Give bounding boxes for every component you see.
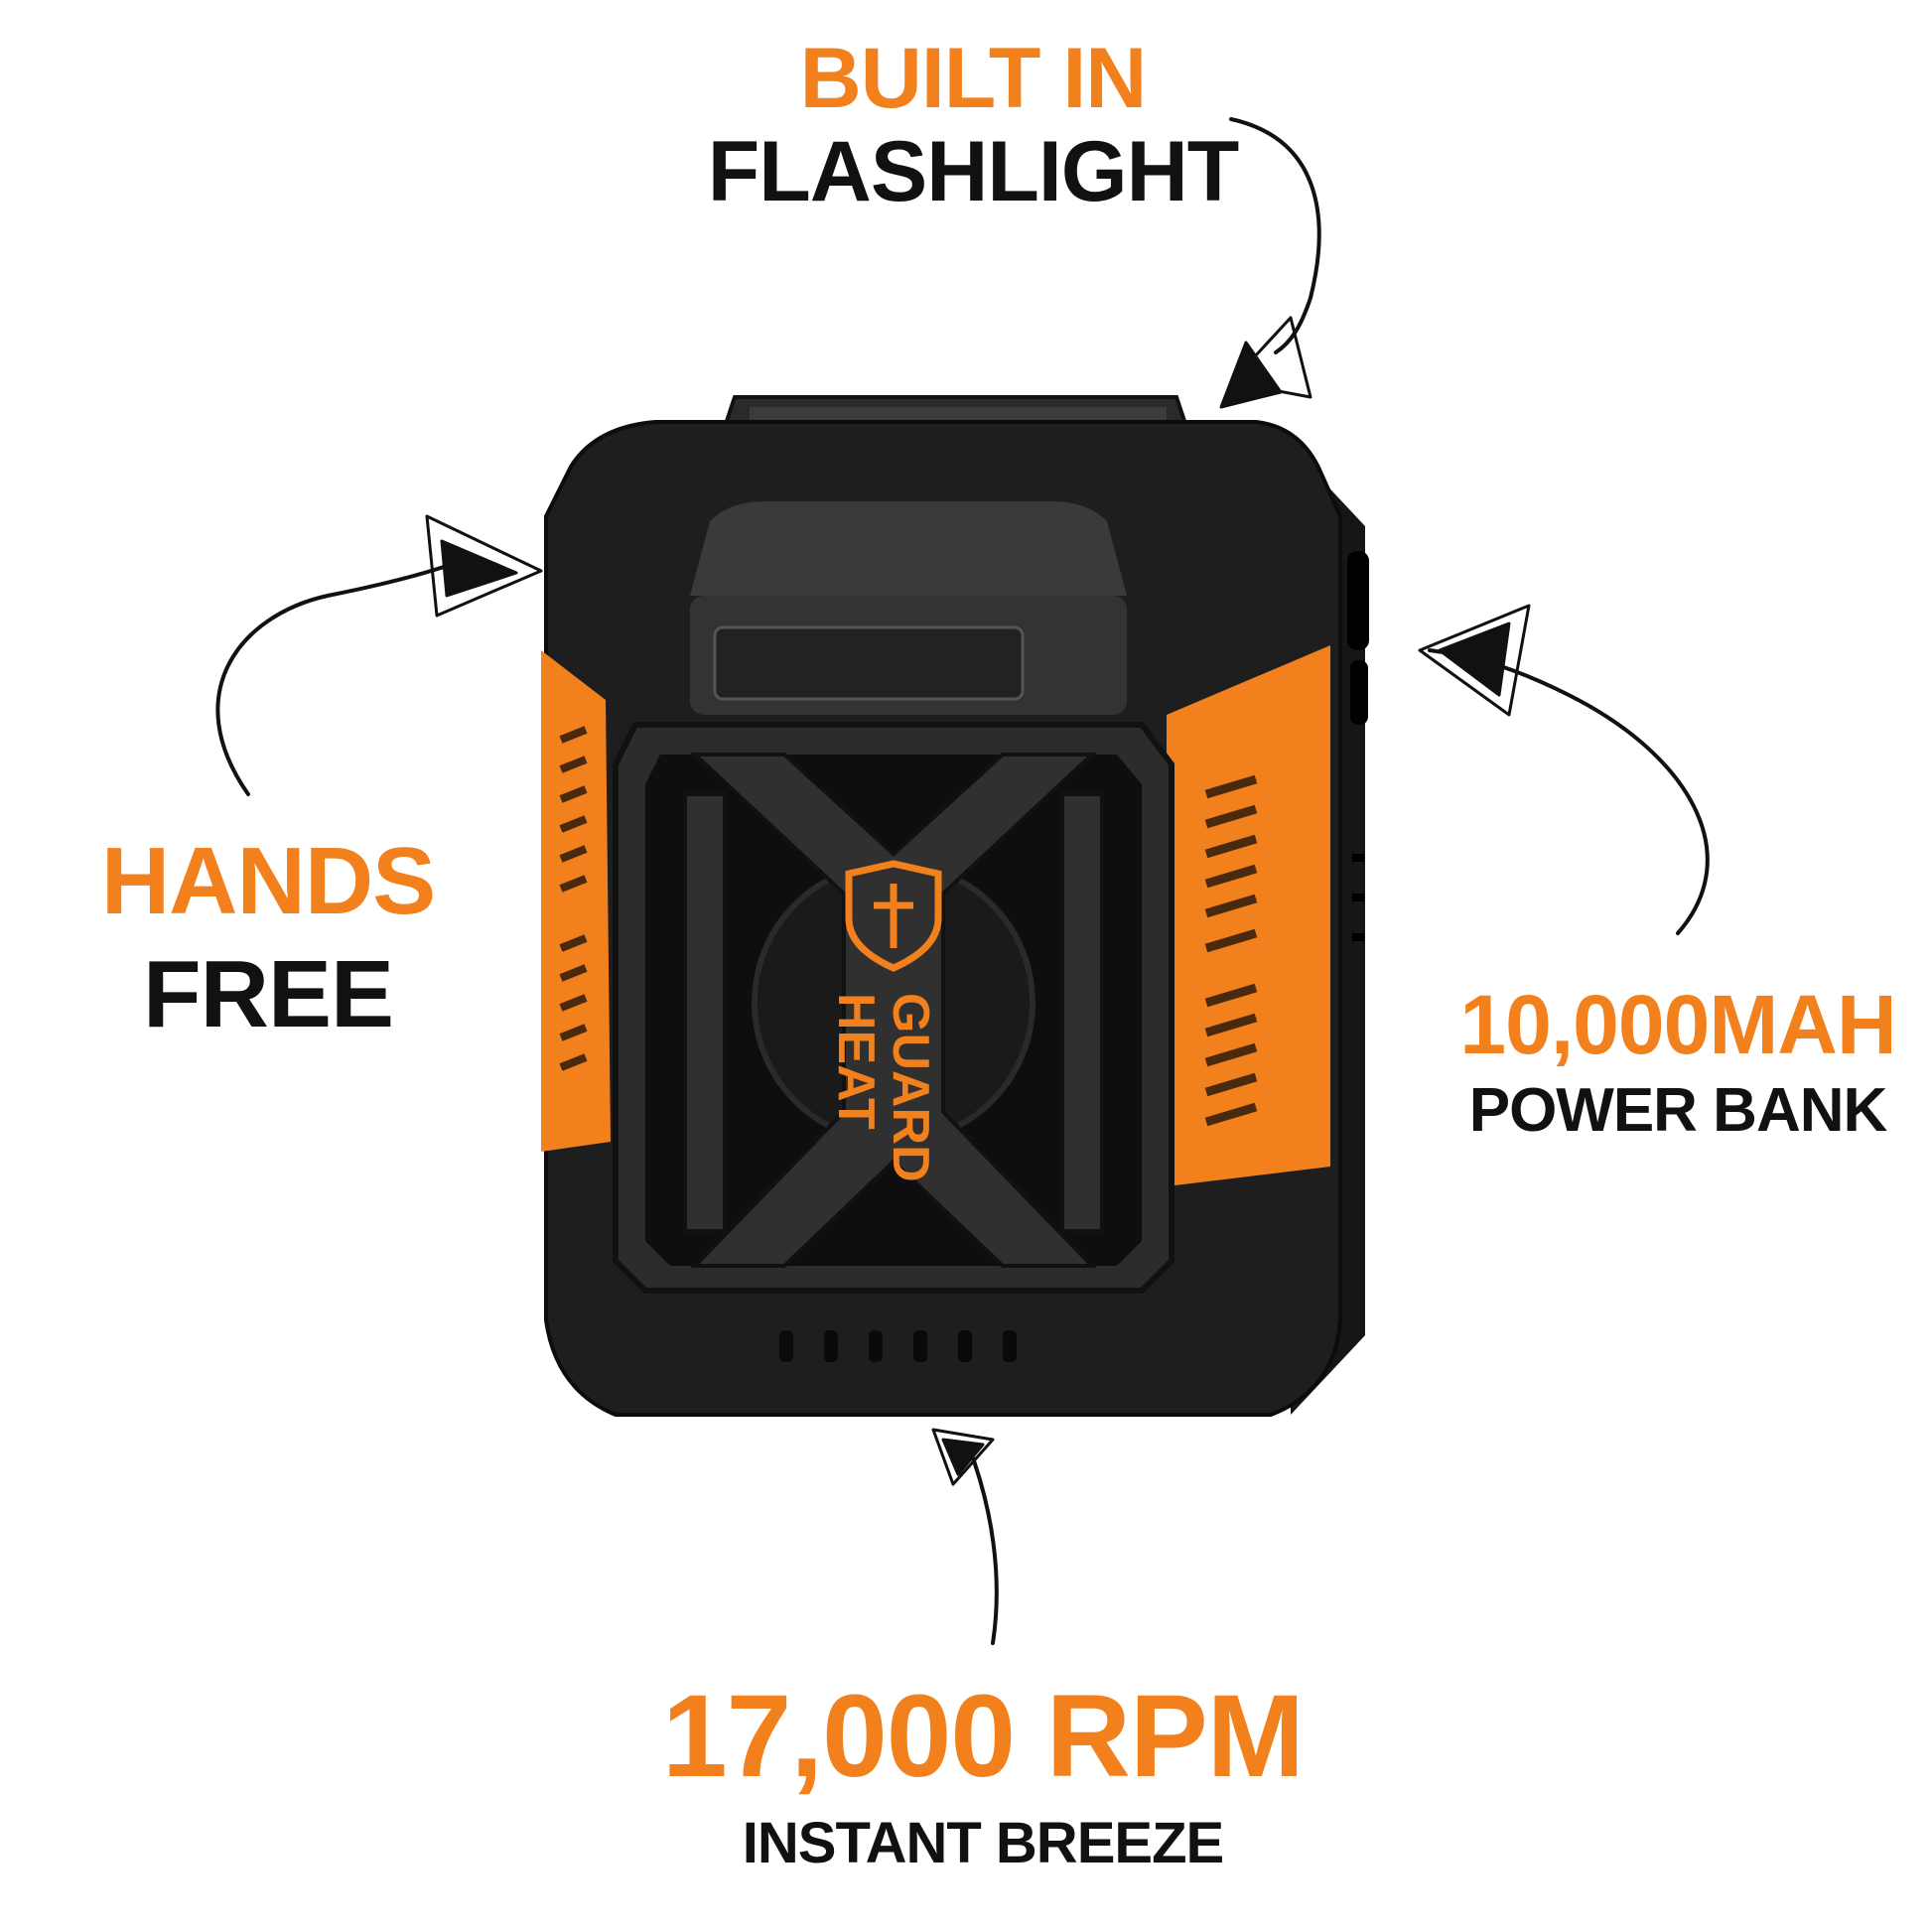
indicator-light xyxy=(1352,894,1364,901)
arrow-rpm-shaft xyxy=(966,1443,999,1645)
feature-hands-free: HANDS FREE xyxy=(69,834,467,1042)
arrowhead-flashlight-fill xyxy=(1219,341,1283,409)
arrowhead-hands-free xyxy=(425,514,543,618)
feature-rpm-highlight: 17,000 RPM xyxy=(662,1671,1305,1802)
feature-rpm-text: INSTANT BREEZE xyxy=(742,1811,1224,1875)
shield-cross-icon xyxy=(845,860,942,972)
left-orange-panel xyxy=(541,650,611,1152)
feature-flashlight-text: FLASHLIGHT xyxy=(707,124,1240,219)
left-vents xyxy=(559,726,588,1071)
product-logo-text: HEAT GUARD xyxy=(827,993,939,1182)
right-vents xyxy=(1204,774,1258,1127)
feature-flashlight: BUILT IN FLASHLIGHT xyxy=(695,36,1251,214)
bottom-vents xyxy=(779,1330,1017,1362)
feature-flashlight-highlight: BUILT IN xyxy=(799,31,1148,126)
feature-power-bank-highlight: 10,000MAH xyxy=(1459,978,1896,1071)
arrowhead-hands-free-fill xyxy=(440,539,518,598)
usb-port xyxy=(1347,551,1369,650)
feature-rpm: 17,000 RPM INSTANT BREEZE xyxy=(655,1678,1311,1872)
arrow-flashlight-shaft xyxy=(1229,117,1321,354)
logo-line-heat: HEAT xyxy=(827,993,885,1130)
grille-bars xyxy=(683,753,1104,1268)
feature-hands-free-text: FREE xyxy=(142,941,394,1047)
feature-power-bank: 10,000MAH POWER BANK xyxy=(1430,983,1926,1142)
top-handle xyxy=(690,501,1127,596)
logo-line-guard: GUARD xyxy=(882,993,939,1182)
indicator-light xyxy=(1352,933,1364,941)
arrowhead-rpm xyxy=(931,1428,995,1486)
arrow-hands-free-shaft xyxy=(215,564,449,796)
arrowhead-power-bank-fill xyxy=(1438,621,1511,697)
right-orange-panel xyxy=(1167,645,1330,1186)
usb-c-port xyxy=(1350,660,1368,725)
arrowhead-rpm-fill xyxy=(941,1438,985,1476)
indicator-light xyxy=(1352,854,1364,862)
arrowhead-power-bank xyxy=(1418,604,1531,717)
feature-power-bank-text: POWER BANK xyxy=(1468,1076,1888,1145)
feature-hands-free-highlight: HANDS xyxy=(100,828,436,934)
flashlight-slot xyxy=(713,625,1025,701)
